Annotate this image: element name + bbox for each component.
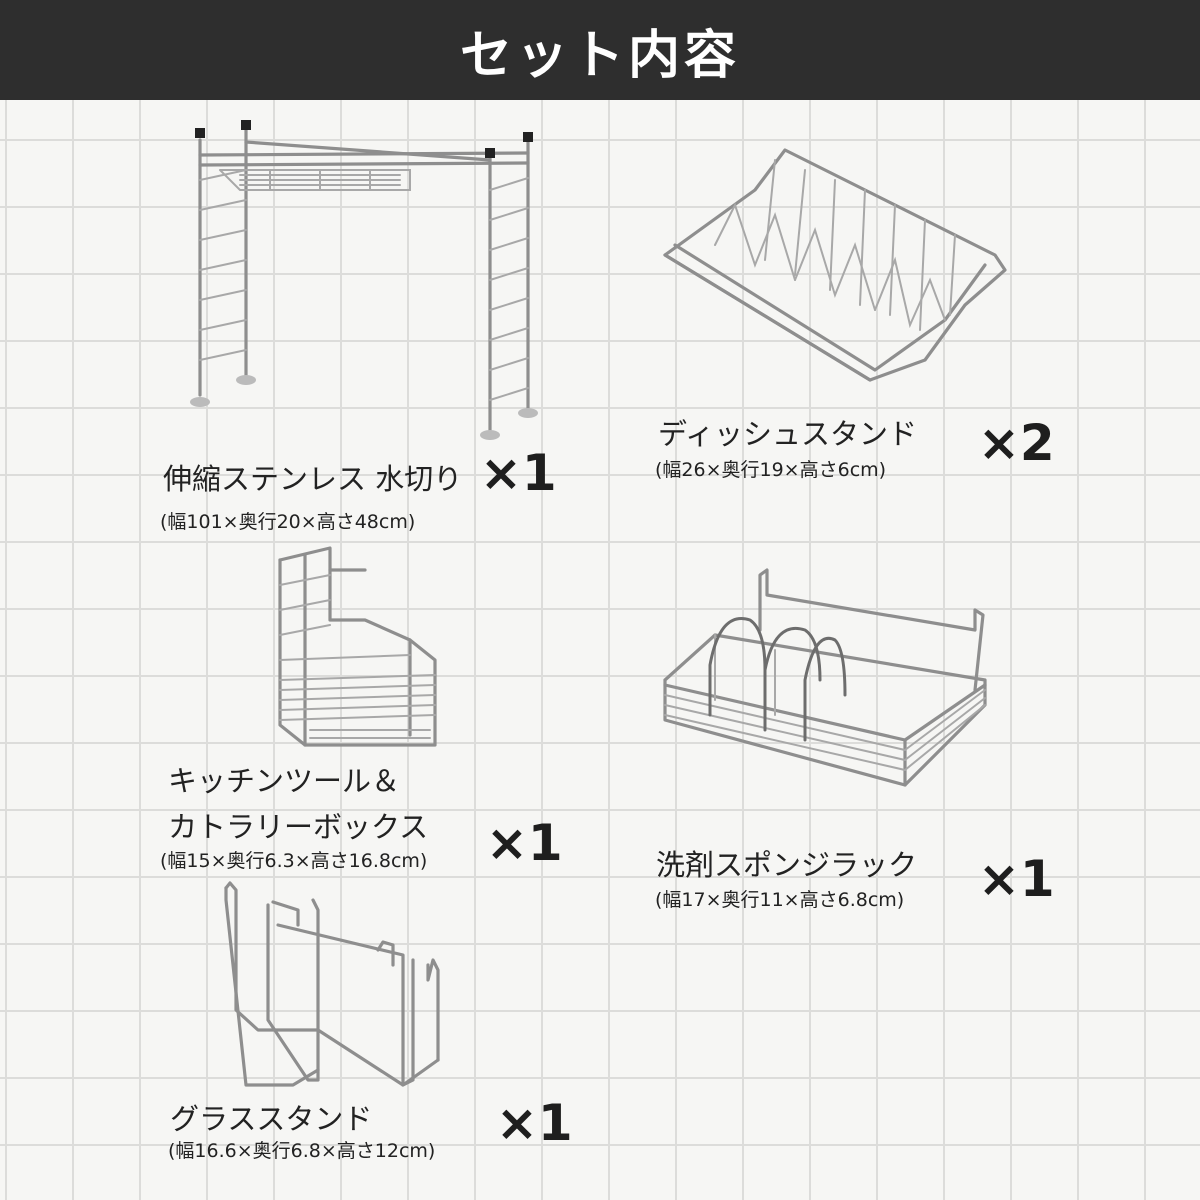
item-quantity: ×1	[486, 814, 563, 872]
dish-stand-icon	[655, 145, 1015, 390]
item-quantity: ×1	[496, 1094, 573, 1152]
item-dimensions: (幅16.6×奥行6.8×高さ12cm)	[168, 1140, 436, 1162]
item-quantity: ×1	[978, 850, 1055, 908]
item-name: グラススタンド	[170, 1102, 373, 1136]
item-name-line2: カトラリーボックス	[168, 810, 429, 844]
glass-stand-icon	[218, 880, 448, 1100]
header-bar: セット内容	[0, 0, 1200, 100]
item-dimensions: (幅26×奥行19×高さ6cm)	[655, 459, 887, 481]
item-quantity: ×1	[480, 444, 557, 502]
expandable-drying-rack-icon	[180, 120, 550, 450]
utensil-box-icon	[270, 540, 450, 760]
item-dimensions: (幅15×奥行6.3×高さ16.8cm)	[160, 850, 428, 872]
item-dimensions: (幅17×奥行11×高さ6.8cm)	[655, 889, 905, 911]
item-name: 伸縮ステンレス 水切り	[163, 462, 463, 496]
item-name-line1: キッチンツール＆	[168, 764, 401, 798]
item-dimensions: (幅101×奥行20×高さ48cm)	[160, 511, 416, 533]
sponge-rack-icon	[655, 568, 990, 805]
item-name: ディッシュスタンド	[658, 417, 917, 451]
item-quantity: ×2	[978, 414, 1055, 472]
item-name: 洗剤スポンジラック	[656, 848, 918, 882]
page-title: セット内容	[459, 25, 740, 86]
